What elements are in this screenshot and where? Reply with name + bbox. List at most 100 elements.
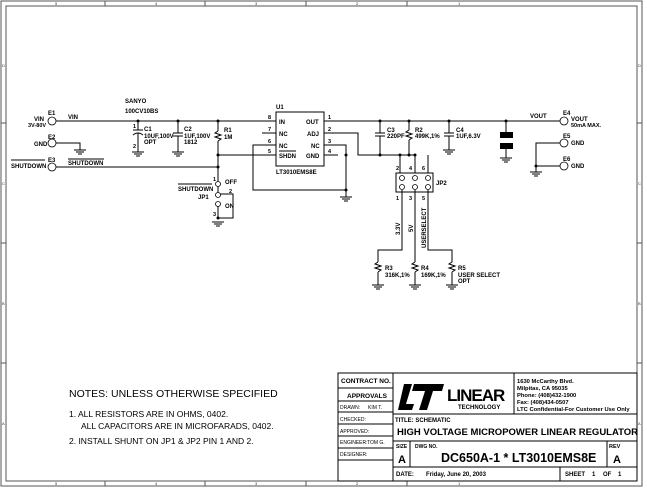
contract-no-label: CONTRACT NO. [341,378,391,385]
net-label-vin: VIN [68,115,78,121]
zone-col-1-bottom: 1 [458,481,461,486]
u1-pin-in: IN [279,120,285,126]
wire-e2-gnd [56,142,81,150]
resistor-r5: R5 USER SELECT OPT [446,261,500,290]
terminal-e3: E3 SHUTDOWN [11,158,57,172]
u1-pin-nc7: NC [279,132,288,138]
engineer-label: ENGINEER: [340,440,368,446]
terminal-e1-ref: E1 [48,111,56,117]
terminal-e6-ref: E6 [563,157,571,163]
capacitor-c4: C4 1UF,6.3V [443,119,481,155]
jp2-ref: JP2 [436,181,447,187]
resistor-r2: R2 499K,1% [404,119,440,157]
notes-block: NOTES: UNLESS OTHERWISE SPECIFIED 1. ALL… [69,388,278,446]
zone-col-3: 3 [255,1,258,6]
capacitor-c1: SANYO 100CV10BS 1 2 C1 10UF,100V OPT [125,99,174,157]
r4-ref: R4 [421,266,429,272]
net-label-shutdown: SHUTDOWN [68,161,103,167]
rev-value: A [613,454,621,466]
u1-pin-1-num: 1 [328,115,331,121]
confidentiality-notice: LTC Confidential-For Customer Use Only [517,407,630,413]
c1-ref: C1 [144,127,152,133]
c1-value: 10UF,100V [144,134,174,140]
title-label: TITLE: SCHEMATIC [395,418,451,424]
u1-pin-8-num: 8 [268,115,271,121]
jp1-pin-1: 1 [213,177,216,183]
engineer-value: TOM G. [367,440,385,446]
address-line-1: 1630 McCarthy Blvd. [517,379,574,385]
jp2-pin-3: 3 [409,196,412,202]
jp2-pin-5: 5 [422,196,425,202]
drawing-title: HIGH VOLTAGE MICROPOWER LINEAR REGULATOR [397,427,638,438]
c2-note: 1812 [184,140,198,146]
r3-value: 316K,1% [385,273,410,279]
zone-row-a: A [2,421,5,426]
zone-row-b-right: B [638,301,641,306]
note-2: 2. INSTALL SHUNT ON JP1 & JP2 PIN 1 AND … [69,436,254,446]
jp1-net-label: SHUTDOWN [178,187,213,193]
r5-value: USER SELECT [458,273,500,279]
capacitor-c3: C3 220PF [375,119,405,157]
capacitor-c2: C2 1UF,100V 1812 [172,119,210,157]
c1-note: OPT [144,140,157,146]
jp1-pin-2: 2 [229,189,232,195]
sheet-total: 1 [618,472,622,478]
u1-pin-5-num: 5 [268,149,271,155]
resistor-r3: R3 316K,1% [372,261,410,290]
u1-pin-nc6: NC [279,144,288,150]
terminal-e4-ref: E4 [563,111,571,117]
terminal-e6-label: GND [571,164,585,170]
zone-col-1: 1 [458,1,461,6]
logo-wordmark: LINEAR [447,386,505,405]
drawing-number: DC650A-1 * LT3010EMS8E [441,451,596,465]
terminal-e5-label: GND [571,141,585,147]
wire-u1-gnd [338,144,347,197]
jp2-pin-6: 6 [422,166,425,172]
u1-pin-2-num: 2 [328,127,331,133]
u1-pin-7-num: 7 [268,127,271,133]
date-label: DATE: [396,472,414,478]
drawn-value: KIM T. [368,405,382,411]
title-block: CONTRACT NO. APPROVALS DRAWN: KIM T. CHE… [337,372,638,482]
u1-pin-nc3: NC [311,144,320,150]
note-1-cont: ALL CAPACITORS ARE IN MICROFARADS, 0402. [81,421,274,431]
u1-pin-out: OUT [306,120,319,126]
terminal-e2-label: GND [34,142,48,148]
wire-gnd-out [535,142,560,167]
wire-adj [338,132,415,156]
ground-symbol [74,149,86,155]
zone-row-d-right: D [638,63,641,68]
r2-value: 499K,1% [415,134,440,140]
jp2-option-5v: 5V [409,225,415,232]
sheet-value: 1 [592,472,596,478]
u1-pin-gnd: GND [306,154,320,160]
zone-col-5: 5 [55,1,58,6]
u1-pin-4-num: 4 [328,149,332,155]
jp1-pin-3: 3 [213,212,216,218]
terminal-e1-ring [47,116,57,126]
u1-ref: U1 [276,105,284,111]
terminal-e4: E4 VOUT 50mA MAX. [559,111,602,129]
of-label: OF [603,472,612,478]
approvals-label: APPROVALS [347,393,388,400]
terminal-e2-ref: E2 [48,135,56,141]
net-label-vout: VOUT [530,114,547,120]
jumper-jp2: JP2 2 4 6 1 3 5 3.3V 5V USERSELECT [377,153,453,262]
r1-ref: R1 [224,128,232,134]
address-line-2: Milpitas, CA 95035 [517,386,568,392]
c1-pin-2: 2 [133,144,136,150]
terminal-e1-label: VIN [34,117,44,123]
phone: Phone: (408)432-1900 [517,393,576,399]
jp2-pin-1: 1 [396,196,399,202]
zone-col-2: 2 [356,1,359,6]
terminal-e3-ring [47,162,57,172]
terminal-e6: E6 GND [559,157,585,171]
size-value: A [398,454,406,466]
terminal-e3-ref: E3 [48,158,56,164]
size-label: SIZE [396,444,408,450]
zone-row-d: D [2,63,5,68]
terminal-e3-label: SHUTDOWN [11,164,46,170]
logo-subtitle: TECHNOLOGY [458,405,500,411]
checked-label: CHECKED: [340,417,366,423]
